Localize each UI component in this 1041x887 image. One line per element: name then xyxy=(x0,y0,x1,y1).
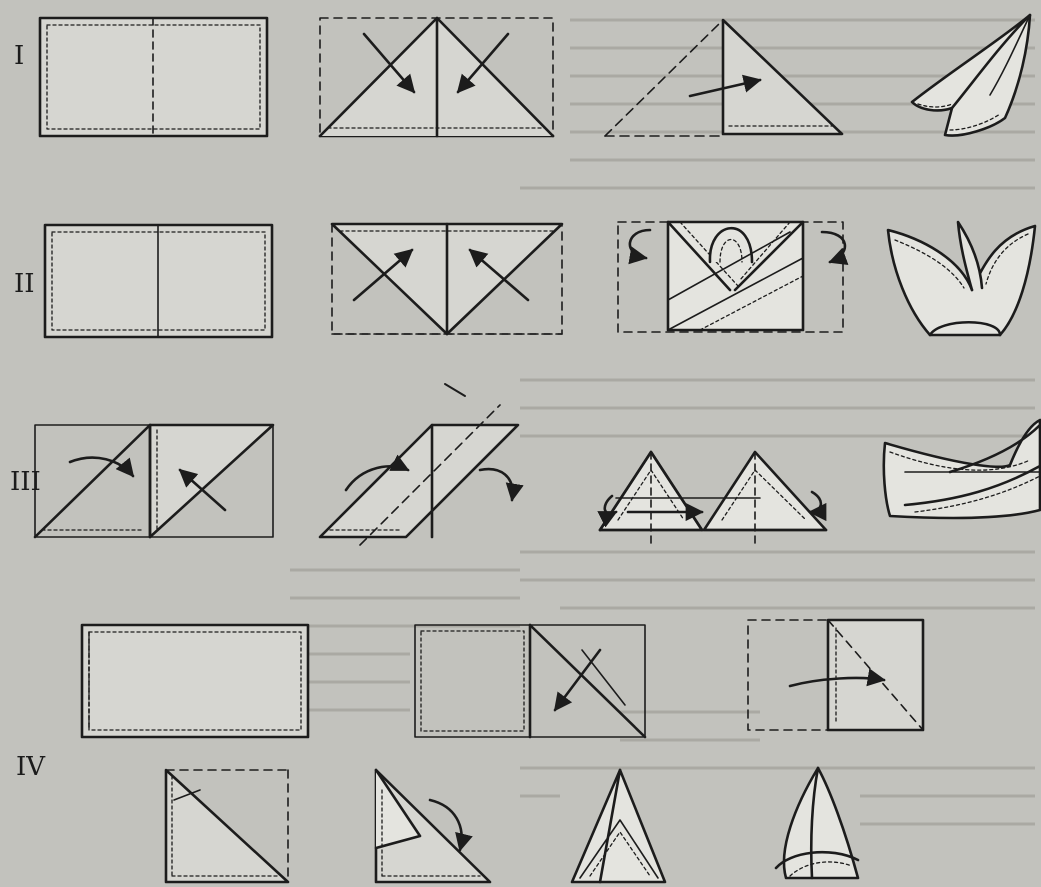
row-label-4: IV xyxy=(16,752,46,782)
row-2-step-1-rectangle xyxy=(45,225,272,337)
row-2-step-3-roll-sides xyxy=(618,222,845,332)
row-3-step-1-parallelogram-fold xyxy=(35,425,273,537)
row-2-step-2-fold-corners xyxy=(332,224,562,334)
row-3-step-2-diagonal-fold xyxy=(320,384,518,545)
row-1-step-2-fold-corners xyxy=(320,18,553,136)
row-4-step-3-fold-over xyxy=(748,620,923,730)
row-4-step-1-rectangle xyxy=(82,625,308,737)
row-4-result-cone xyxy=(776,768,858,878)
row-1-step-3-fold-half xyxy=(605,20,842,136)
row-label-1: I xyxy=(14,41,24,71)
row-2-result-crown xyxy=(888,222,1035,335)
row-4-step-2-fold-corner xyxy=(415,625,645,737)
row-4-step-6-tall-triangle xyxy=(572,770,665,882)
row-4-step-4-triangle xyxy=(166,770,288,882)
row-label-3: III xyxy=(10,467,41,497)
row-1-step-1-rectangle xyxy=(40,18,267,136)
row-label-2: II xyxy=(14,269,35,299)
row-4-step-5-fold-flap xyxy=(376,770,490,882)
row-3-step-3-double-triangle xyxy=(600,452,826,548)
